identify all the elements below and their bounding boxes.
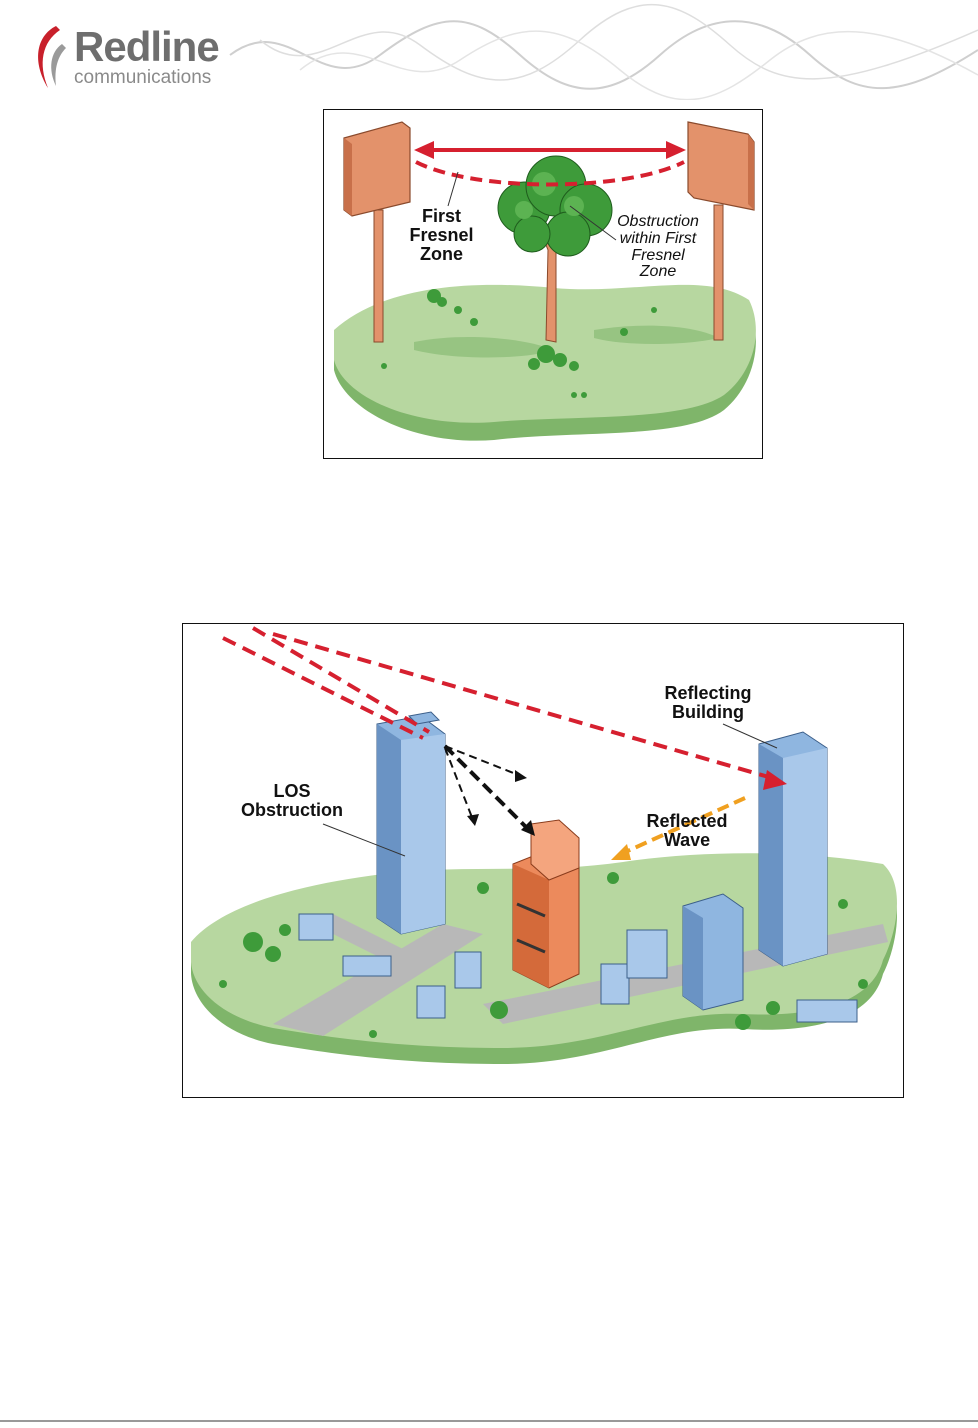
reflected-wave-label: Reflected Wave <box>627 812 747 850</box>
reflecting-building-label: Reflecting Building <box>645 684 771 722</box>
fresnel-zone-illustration <box>324 110 763 459</box>
fresnel-zone-label: First Fresnel Zone <box>394 207 489 264</box>
los-obstruction-building <box>377 712 445 934</box>
reflection-illustration <box>183 624 904 1098</box>
reflecting-building <box>759 732 827 966</box>
footer-rule <box>0 1420 978 1422</box>
reflection-figure: Reflecting Building LOS Obstruction Refl… <box>182 623 904 1098</box>
obstruction-label: Obstruction within First Fresnel Zone <box>606 214 710 281</box>
receiver-building <box>513 820 579 988</box>
logo-swirl-icon <box>26 22 70 94</box>
logo-subtitle: communications <box>74 68 211 87</box>
fresnel-zone-figure: First Fresnel Zone Obstruction within Fi… <box>323 109 763 459</box>
redline-logo: Redline communications <box>26 22 236 94</box>
logo-title: Redline <box>74 26 219 68</box>
los-obstruction-label: LOS Obstruction <box>229 782 355 820</box>
